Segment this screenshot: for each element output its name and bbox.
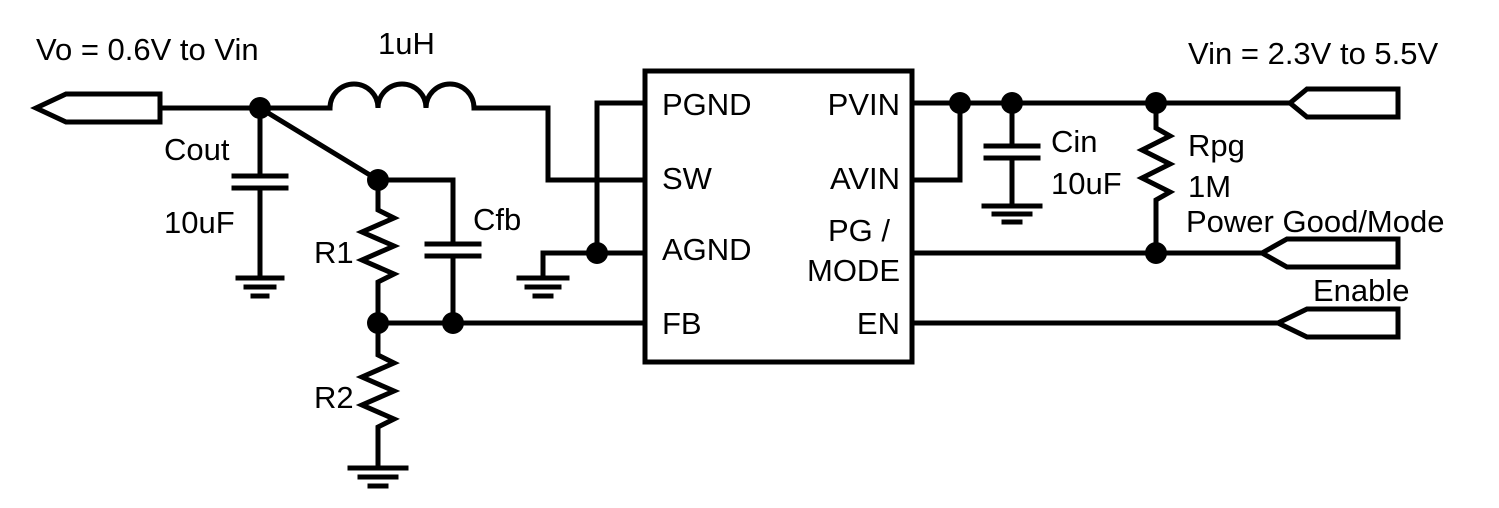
avin-wire — [909, 100, 963, 183]
pin-avin: AVIN — [830, 161, 900, 196]
cin-name-label: Cin — [1051, 124, 1098, 159]
junction-dot — [586, 242, 608, 264]
pin-pgnd: PGND — [662, 87, 752, 122]
r2-resistor — [355, 320, 401, 468]
vout-label: Vo = 0.6V to Vin — [36, 32, 259, 67]
junction-dot — [949, 92, 971, 114]
junction-dot — [1145, 242, 1167, 264]
pin-mode: MODE — [807, 253, 900, 288]
rpg-name-label: Rpg — [1188, 128, 1245, 163]
junction-dot — [249, 97, 271, 119]
feedback-diagonal-wire — [256, 104, 382, 184]
r1-label: R1 — [314, 235, 354, 270]
pin-pg: PG / — [828, 213, 890, 248]
enable-terminal — [1272, 306, 1401, 340]
power-good-label: Power Good/Mode — [1186, 204, 1444, 239]
cout-name-label: Cout — [164, 132, 230, 167]
vin-terminal — [1286, 86, 1401, 120]
pin-agnd: AGND — [662, 232, 752, 267]
ground-icon — [347, 465, 409, 489]
r2-label: R2 — [314, 380, 354, 415]
pin-fb: FB — [662, 306, 702, 341]
ground-icon — [516, 275, 570, 299]
junction-dot — [1001, 92, 1023, 114]
sw-wire — [471, 105, 648, 183]
r1-resistor — [355, 177, 401, 326]
pin-sw: SW — [662, 161, 713, 196]
pg-mode-terminal — [1256, 236, 1401, 270]
inductor-1uh — [327, 81, 477, 111]
cin-value-label: 10uF — [1051, 166, 1122, 201]
junction-dot — [367, 169, 389, 191]
junction-dot — [367, 312, 389, 334]
rpg-value-label: 1M — [1188, 169, 1231, 204]
cfb-label: Cfb — [473, 202, 521, 237]
vin-label: Vin = 2.3V to 5.5V — [1188, 36, 1439, 71]
ic-body — [642, 68, 915, 365]
r1-top-wire — [375, 177, 456, 243]
inductor-label: 1uH — [378, 26, 435, 61]
enable-label: Enable — [1313, 273, 1410, 308]
pin-pvin: PVIN — [828, 87, 900, 122]
junction-dot — [1145, 92, 1167, 114]
rpg-resistor — [1136, 100, 1176, 256]
ground-icon — [235, 275, 285, 299]
pin-en: EN — [857, 306, 900, 341]
vout-terminal — [30, 91, 163, 125]
ground-icon — [981, 203, 1043, 225]
agnd-ground-wire — [540, 250, 600, 278]
pgnd-wire — [594, 100, 648, 256]
cout-value-label: 10uF — [164, 205, 235, 240]
junction-dot — [442, 312, 464, 334]
